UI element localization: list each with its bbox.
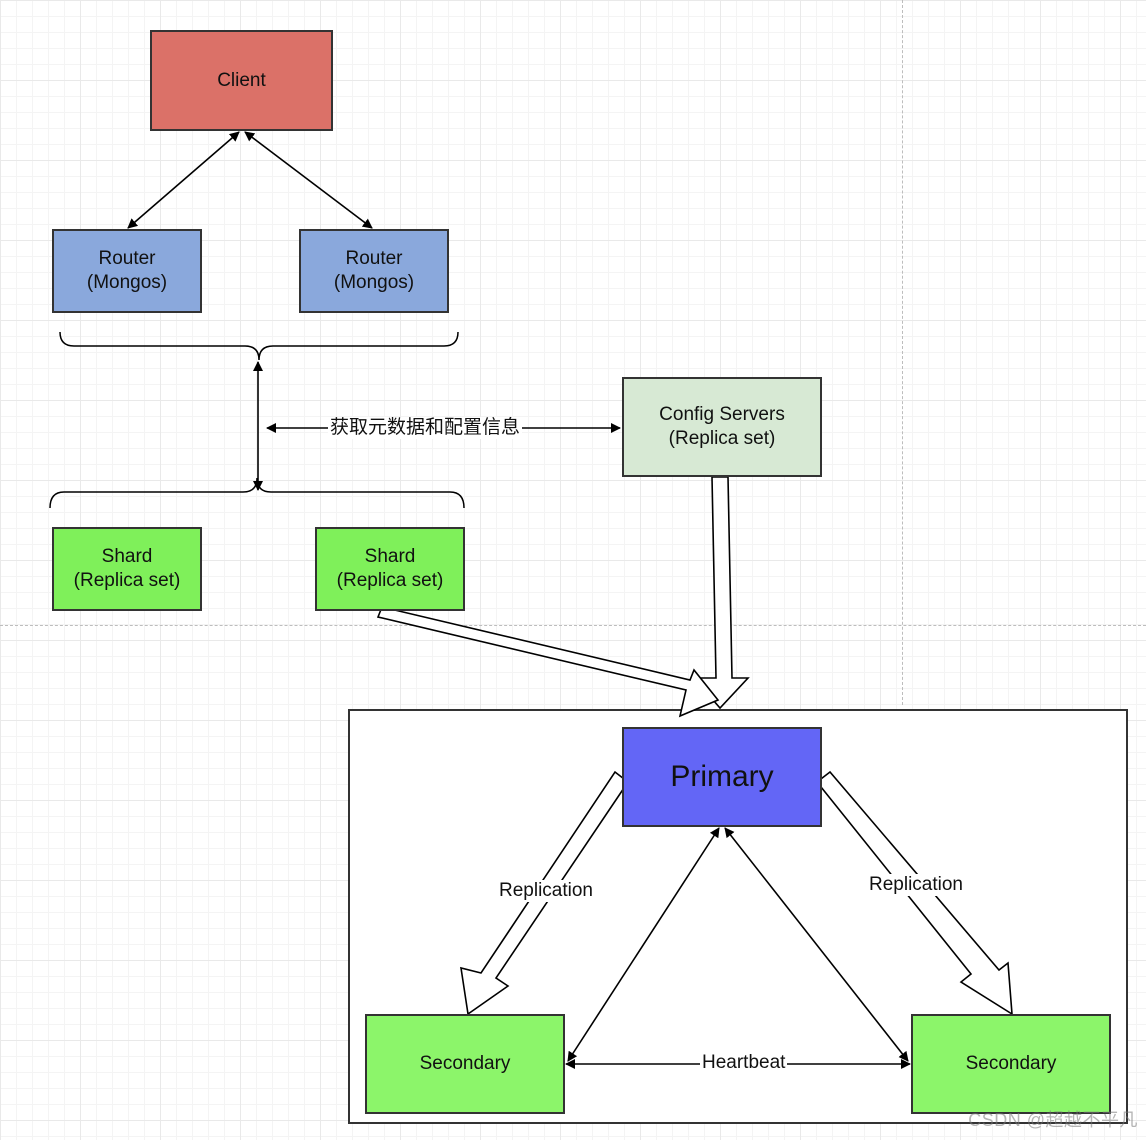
router-right-title: Router (345, 248, 403, 269)
shard-left-node: Shard (Replica set) (52, 527, 202, 611)
client-router-right-arrow (244, 131, 373, 229)
config-to-primary-arrow (692, 476, 750, 710)
router-group-brace (59, 331, 459, 361)
shard-left-title: Shard (101, 546, 153, 567)
replication-right-edge-label: Replication (867, 874, 965, 896)
shard-right-node: Shard (Replica set) (315, 527, 465, 611)
router-left-title: Router (98, 248, 156, 269)
client-node: Client (150, 30, 333, 131)
shard-left-subtitle: (Replica set) (73, 570, 181, 591)
replication-left-edge-label: Replication (497, 880, 595, 902)
shard-to-primary-arrow (376, 606, 720, 718)
router-right-subtitle: (Mongos) (333, 272, 415, 293)
metadata-edge-label: 获取元数据和配置信息 (328, 417, 523, 439)
router-left-node: Router (Mongos) (52, 229, 202, 313)
guide-line-vertical (902, 0, 903, 705)
router-left-subtitle: (Mongos) (86, 272, 168, 293)
primary-node: Primary (622, 727, 822, 827)
shard-right-subtitle: (Replica set) (336, 570, 444, 591)
guide-line-horizontal (0, 625, 1146, 626)
client-router-left-arrow (127, 131, 240, 229)
secondary-right-label: Secondary (965, 1053, 1057, 1074)
client-label: Client (217, 69, 266, 91)
secondary-left-node: Secondary (365, 1014, 565, 1114)
config-servers-subtitle: (Replica set) (668, 428, 776, 449)
heartbeat-primary-secondary-right (724, 827, 909, 1062)
config-servers-title: Config Servers (659, 404, 785, 425)
shard-group-brace (49, 477, 465, 509)
watermark: CSDN @超越不平凡 (968, 1110, 1138, 1130)
secondary-left-label: Secondary (419, 1053, 511, 1074)
primary-label: Primary (670, 760, 774, 793)
heartbeat-edge-label: Heartbeat (700, 1052, 788, 1074)
secondary-right-node: Secondary (911, 1014, 1111, 1114)
heartbeat-primary-secondary-left (567, 827, 720, 1062)
config-servers-node: Config Servers (Replica set) (622, 377, 822, 477)
router-right-node: Router (Mongos) (299, 229, 449, 313)
shard-right-title: Shard (364, 546, 416, 567)
